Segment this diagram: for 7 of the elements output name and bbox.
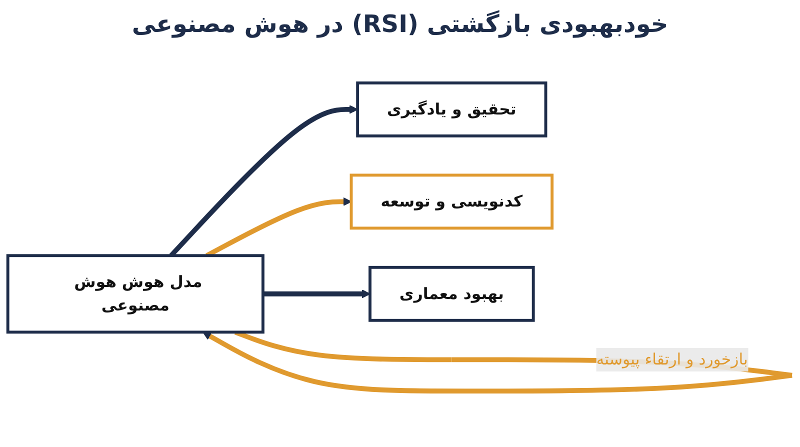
node-box: مدل هوش هوش مصنوعی	[6, 254, 264, 334]
edge-label: بازخورد و ارتقاء پیوسته	[596, 350, 748, 369]
arrow	[262, 290, 370, 298]
node-box: بهبود معماری	[368, 266, 535, 322]
diagram-title: خودبهبودی بازگشتی (RSI) در هوش مصنوعی	[130, 10, 670, 38]
node-box: تحقیق و یادگیری	[356, 81, 548, 138]
node-box: کدنویسی و توسعه	[350, 174, 554, 230]
